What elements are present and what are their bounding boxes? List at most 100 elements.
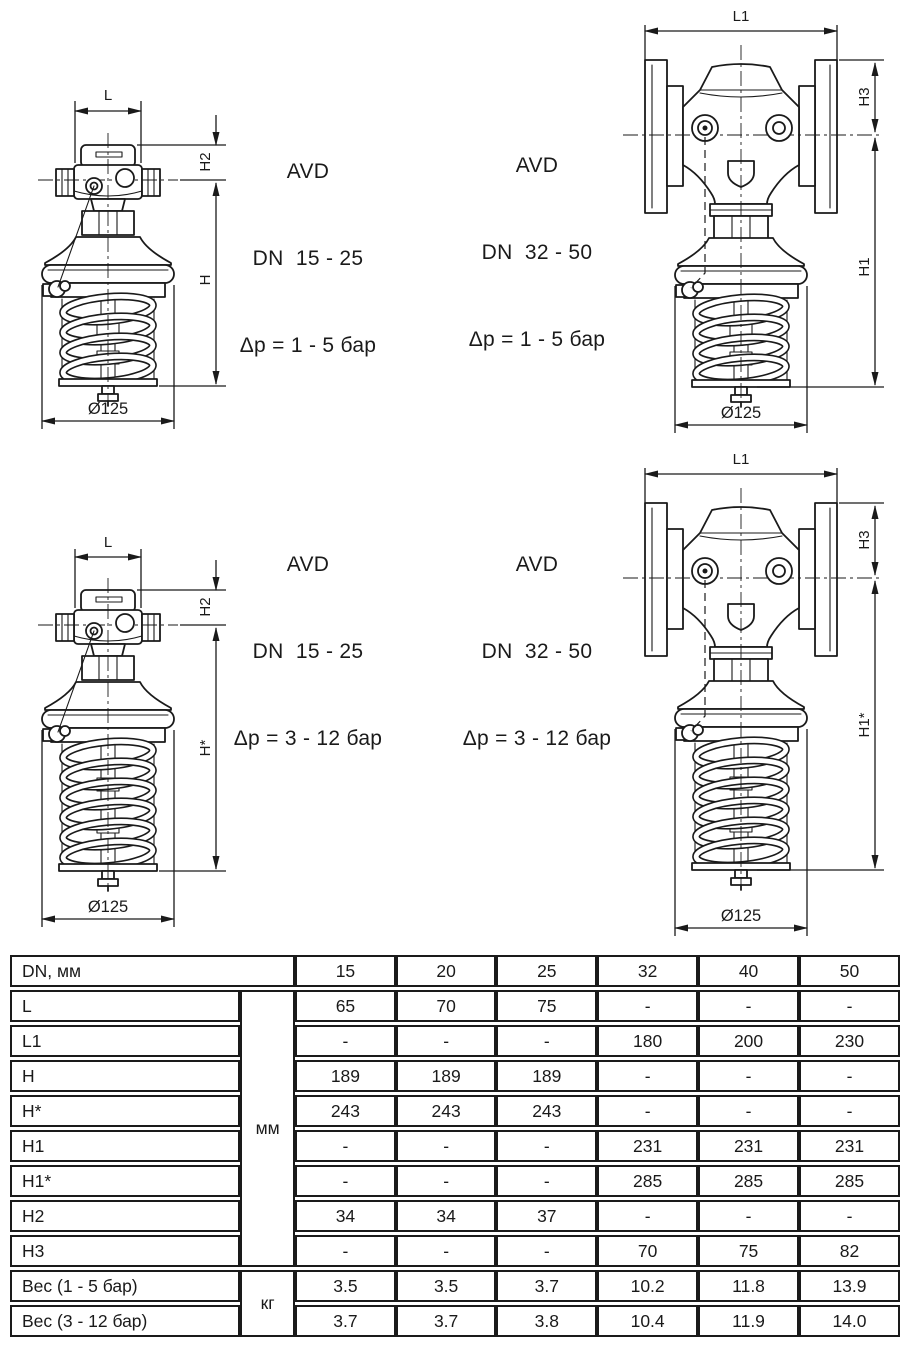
dim-H2: H2 [137,560,226,626]
dim-diameter: Ø125 [674,286,808,433]
impulse-tube [57,630,95,733]
table-cell: 65 [295,990,396,1022]
table-row: H1* - - - 285 285 285 [10,1165,900,1197]
table-cell: - [295,1025,396,1057]
row-label: H3 [10,1235,241,1267]
dim-label-h2: H2 [197,597,214,616]
drawing-valve-dn15-25-dp1-5: L H2 H Ø125 [37,87,226,429]
drawing-valve-dn15-25-dp3-12: L H2 H* Ø125 [37,535,226,927]
table-cell: 3.7 [295,1305,396,1337]
table-cell: 13.9 [798,1270,900,1302]
table-row: L1 - - - 180 200 230 [10,1025,900,1057]
table-cell: 37 [496,1200,598,1232]
table-row: L мм 65 70 75 - - - [10,990,900,1267]
dim-width-L: L [74,535,142,608]
caption-line-model: AVD [286,553,330,576]
table-cell: 285 [597,1165,699,1197]
dim-H3: H3 [839,59,884,133]
table-cell: - [295,1130,396,1162]
table-cell: - [496,1235,598,1267]
row-label: H1* [10,1165,241,1197]
header-dn-20: 20 [395,955,497,987]
dim-label-h-star: H* [197,740,214,757]
caption-line-dp: Δp = 1 - 5 бар [468,328,606,351]
header-dn-15: 15 [295,955,396,987]
table-cell: 11.9 [698,1305,799,1337]
unit-kg: кг [240,1270,296,1337]
table-cell: - [597,1095,699,1127]
caption-line-model: AVD [286,160,330,183]
dim-label-h2: H2 [197,152,214,171]
dim-diameter: Ø125 [41,730,175,927]
table-cell: - [798,1060,900,1092]
row-label: H [10,1060,241,1092]
caption-dn15-25-dp3-12: AVD DN 15 - 25 Δp = 3 - 12 бар [213,492,403,782]
dim-label-width: L [104,87,112,104]
table-cell: 70 [597,1235,699,1267]
table-cell: - [698,1060,799,1092]
drawing-valve-dn32-50-dp3-12: L1 H3 H1* Ø125 [622,451,884,936]
drawing-valve-dn32-50-dp1-5: L1 H3 H1 Ø125 [622,8,884,433]
table-row: H2 34 34 37 - - - [10,1200,900,1232]
table-cell: - [295,1235,396,1267]
table-cell: 230 [798,1025,900,1057]
dim-label-h1-star: H1* [856,712,873,737]
impulse-line-dashed [690,580,706,732]
table-cell: 3.5 [395,1270,497,1302]
table-cell: 231 [798,1130,900,1162]
table-row-weight: Вес (3 - 12 бар) 3.7 3.7 3.8 10.4 11.9 1… [10,1305,900,1337]
dim-width-L1: L1 [644,451,838,503]
caption-dn32-50-dp3-12: AVD DN 32 - 50 Δp = 3 - 12 бар [442,492,632,782]
dim-H2: H2 [137,115,226,181]
table-cell: 34 [295,1200,396,1232]
dimensions-table: DN, мм 15 20 25 32 40 50 L мм 65 70 75 -… [10,952,900,1340]
dim-label-width: L1 [733,451,750,468]
dim-H-star: H* [159,627,226,872]
row-label: Вес (3 - 12 бар) [10,1305,241,1337]
table-cell: 180 [597,1025,699,1057]
caption-line-dn: DN 15 - 25 [252,247,364,270]
table-cell: 82 [798,1235,900,1267]
header-dn-25: 25 [496,955,598,987]
table-cell: 200 [698,1025,799,1057]
table-cell: 285 [798,1165,900,1197]
row-label: H* [10,1095,241,1127]
dim-label-diameter: Ø125 [88,400,128,418]
table-cell: 285 [698,1165,799,1197]
dim-label-width: L [104,535,112,551]
impulse-line-dashed [690,137,706,289]
dim-H1: H1 [757,137,884,388]
caption-dn32-50-dp1-5: AVD DN 32 - 50 Δp = 1 - 5 бар [442,93,632,383]
table-cell: - [698,1095,799,1127]
table-cell: - [295,1165,396,1197]
dim-width-L1: L1 [644,8,838,60]
table-cell: 189 [395,1060,497,1092]
dim-H: H [159,182,226,387]
table-cell: - [395,1235,497,1267]
dim-label-diameter: Ø125 [721,907,761,925]
table-cell: - [496,1130,598,1162]
row-label: H1 [10,1130,241,1162]
dim-label-h: H [197,275,214,286]
table-cell: 231 [597,1130,699,1162]
table-cell: 189 [295,1060,396,1092]
caption-line-dn: DN 32 - 50 [481,241,593,264]
table-cell: 70 [395,990,497,1022]
header-dn-40: 40 [698,955,799,987]
dim-label-diameter: Ø125 [88,898,128,916]
table-cell: 3.7 [496,1270,598,1302]
valve-body-flanged [622,502,882,684]
table-cell: 14.0 [798,1305,900,1337]
caption-line-dp: Δp = 3 - 12 бар [233,727,383,750]
table-cell: 3.8 [496,1305,598,1337]
caption-line-dn: DN 15 - 25 [252,640,364,663]
table-cell: - [698,990,799,1022]
table-cell: - [395,1165,497,1197]
table-cell: - [496,1165,598,1197]
table-cell: - [496,1025,598,1057]
table-cell: 34 [395,1200,497,1232]
dim-label-width: L1 [733,8,750,25]
dim-diameter: Ø125 [41,285,175,429]
header-dn-32: 32 [597,955,699,987]
dim-H3: H3 [839,502,884,576]
